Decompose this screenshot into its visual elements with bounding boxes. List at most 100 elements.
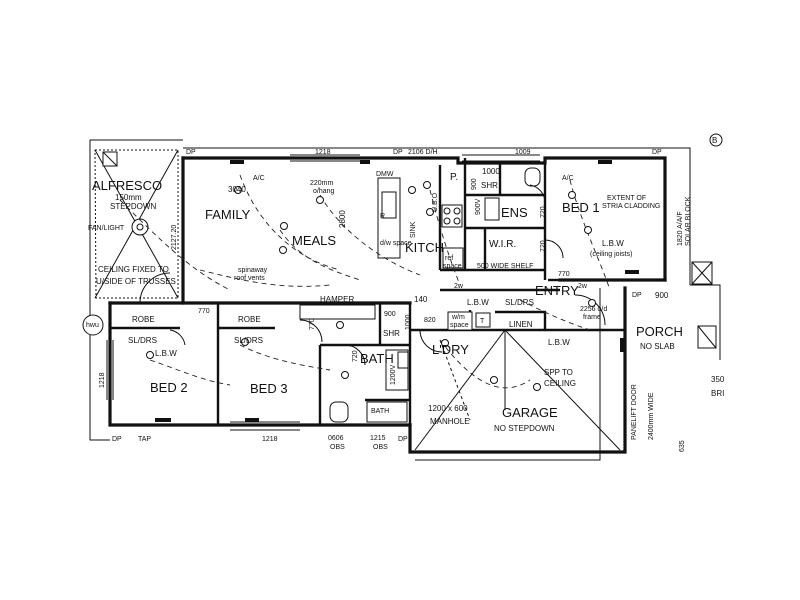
room-family: FAMILY [205,207,251,222]
dim-770: 770 [558,271,570,278]
room-porch: PORCH [636,324,683,339]
fridge-2: space [443,263,462,270]
ac-family: A/C [253,175,265,182]
alfresco-note-1: 150mm [115,193,142,202]
dim-2800: 2800 [338,210,347,228]
dim-2256: 2256 o/d [580,306,607,313]
fixtures [299,167,541,423]
dim-720-bath: 720 [352,350,359,362]
spp-2: CEILING [544,379,576,388]
dim-220mm: 220mm [310,180,334,187]
lbw-garage: L.B.W [548,338,570,347]
ac-bed1: A/C [562,175,574,182]
dim-0606: 0606 [328,435,344,442]
doors [139,184,606,366]
dp-top-left: DP [186,149,196,156]
dim-900-ens: 900 [471,178,478,190]
label-dw-space: d/w space [380,240,412,247]
dim-2w-entry: 2w [578,283,588,290]
room-bath: BATH [360,351,394,366]
lbw-entry: L.B.W [467,298,489,307]
dim-1009: 1009 [515,149,531,156]
label-shelf: 500 WIDE SHELF [477,263,533,270]
label-hwu: hwu [86,322,99,329]
shr-ens: SHR [481,181,498,190]
dim-140: 140 [414,295,428,304]
shr-bath: SHR [383,329,400,338]
dp-bottom-left: DP [112,436,122,443]
dim-2w-kitch: 2w [454,283,464,290]
room-alfresco: ALFRESCO [92,178,162,193]
dim-720-wir: 720 [540,240,547,252]
spp-1: SPP TO [544,368,573,377]
room-bed3: BED 3 [250,381,288,396]
dim-720-ens: 720 [540,206,547,218]
label-bri: BRI [711,389,724,398]
fridge-1: ref [445,255,453,262]
garage-hips [414,329,621,451]
dim-900-bath: 900 [384,311,396,318]
room-ens: ENS [501,205,528,220]
label-bath-tub: BATH [371,408,389,415]
dim-770-bed2: 770 [198,308,210,315]
dim-2400: 2400mm WIDE [648,392,655,440]
extent-2: STRIA CLADDING [602,203,660,210]
room-kitch: KITCH [405,240,444,255]
room-bed1: BED 1 [562,200,600,215]
dim-2106: 2106 D/H [408,149,438,156]
porch-note: NO SLAB [640,342,675,351]
manhole-1: 1200 x 600 [428,404,468,413]
room-wir: W.I.R. [489,239,516,250]
manhole-2: MANHOLE [430,417,470,426]
alfresco-note-2: STEPDOWN [110,202,156,211]
spinaway-1: spinaway [238,267,268,274]
room-linen: LINEN [509,320,533,329]
label-panelift: PANELIFT DOOR [631,384,638,440]
wm-2: space [450,322,469,329]
dim-900-porch: 900 [655,291,669,300]
wm-1: w/m [451,314,465,321]
extent-1: EXTENT OF [607,195,646,202]
room-garage: GARAGE [502,405,558,420]
dim-1215: 1215 [370,435,386,442]
dim-770-hall: 770 [309,318,316,330]
label-frame: frame [583,314,601,321]
marker-b: B [712,136,717,145]
sldrs-entry: SL/DRS [505,298,534,307]
label-fan-light: FAN/LIGHT [88,225,125,232]
dim-1000-ens: 1000 [482,167,500,176]
dim-ohang: o/hang [313,188,335,195]
dim-1820: 1820 A/A/F [677,211,684,246]
dim-1000-bath: 1000 [405,314,412,330]
robe-2: ROBE [238,315,261,324]
obs-1: OBS [330,444,345,451]
room-ldry: L'DRY [432,342,469,357]
lbw-bed1: L.B.W [602,239,624,248]
light-points [146,181,596,391]
dim-2127: 2127.20 [171,225,178,250]
ceiling-joists: (ceiling joists) [590,251,632,258]
external-units [82,133,723,349]
garage-note: NO STEPDOWN [494,424,555,433]
dim-1218-bottom: 1218 [262,436,278,443]
dp-porch: DP [632,292,642,299]
dp-top-right: DP [652,149,662,156]
room-meals: MEALS [292,233,336,248]
label-sink: SINK [410,221,417,238]
dim-1218-left: 1218 [99,372,106,388]
dp-top-mid: DP [393,149,403,156]
room-bed2: BED 2 [150,380,188,395]
label-t: T [480,318,485,325]
dim-900v: 900V [475,198,482,215]
lbw-bed2: L.B.W [155,349,177,358]
dim-1218-top: 1218 [315,149,331,156]
label-pantry: P. [450,172,458,183]
label-solar-block: SOLAR BLOCK [685,196,692,246]
eave-outline [183,147,721,461]
label-ubo: U.B.O [432,192,439,212]
label-r: R [380,213,385,220]
label-tap: TAP [138,436,151,443]
robe-1: ROBE [132,315,155,324]
spinaway-2: roof vents [234,275,265,282]
